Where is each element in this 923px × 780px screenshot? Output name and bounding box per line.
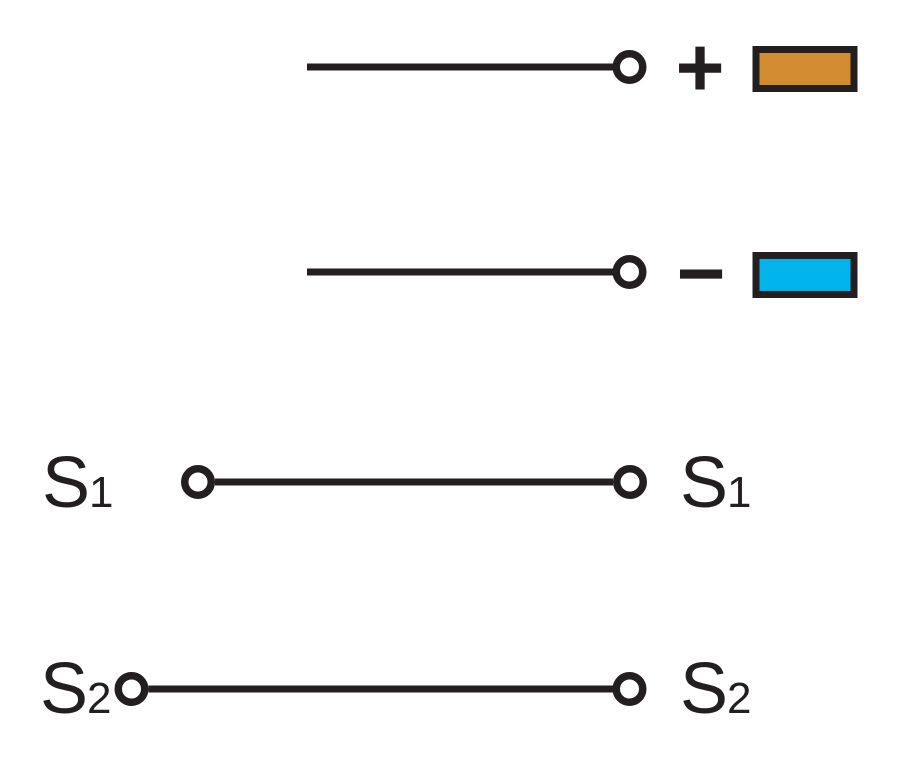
s2-right-subscript: 2 (727, 674, 751, 723)
s1-right-label: S (680, 443, 728, 523)
s2-right-terminal-circle-icon (612, 672, 647, 706)
minus-polarity-label: − (676, 226, 725, 320)
s2-left-subscript: 2 (87, 674, 111, 723)
s1-left-subscript: 1 (89, 468, 113, 517)
s2-right-label: S (680, 649, 728, 729)
s1-right-subscript: 1 (727, 468, 751, 517)
positive-terminal-circle-icon (612, 50, 647, 84)
negative-supply-row: − (307, 226, 858, 320)
s1-left-label: S (42, 443, 90, 523)
s2-left-label: S (40, 649, 88, 729)
s2-left-terminal-circle-icon (114, 672, 149, 706)
plus-polarity-label: + (675, 20, 724, 114)
signal-s2-row: S 2 S 2 (40, 649, 751, 729)
s1-left-terminal-circle-icon (181, 465, 215, 499)
s1-right-terminal-circle-icon (613, 465, 647, 499)
signal-s1-row: S 1 S 1 (42, 443, 751, 523)
negative-terminal-circle-icon (612, 255, 647, 289)
positive-supply-row: + (307, 20, 858, 114)
negative-marker-swatch (752, 252, 858, 298)
positive-marker-swatch (752, 46, 858, 92)
